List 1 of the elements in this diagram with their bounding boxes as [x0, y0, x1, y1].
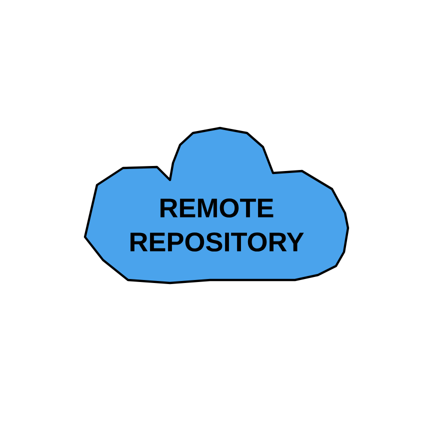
cloud: REMOTE REPOSITORY	[84, 126, 350, 284]
